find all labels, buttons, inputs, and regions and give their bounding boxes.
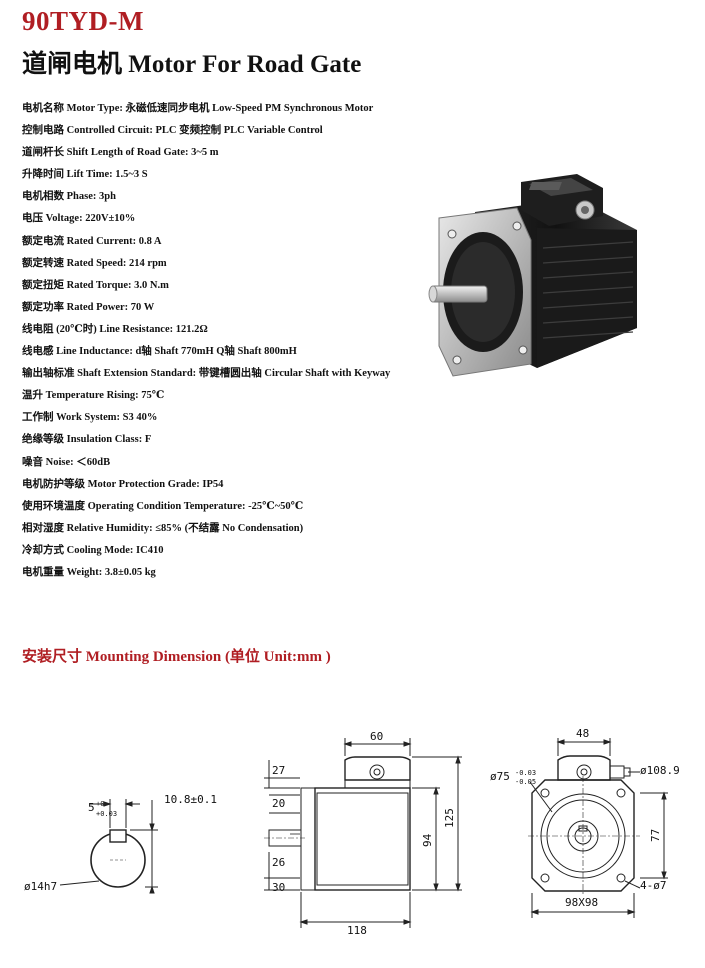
mounting-drawings: 5 +0 +0.03 10.8±0.1 ø14h7 60 27 20 26 30… [24,727,680,937]
dim-shaft-diameter: ø14h7 [24,880,57,893]
spec-weight: 电机重量 Weight: 3.8±0.05 kg [22,566,156,578]
dim-key-depth: 10.8±0.1 [164,793,217,806]
mounting-dimension-title: 安装尺寸 Mounting Dimension (单位 Unit:mm ) [22,649,331,665]
spec-list: 电机名称 Motor Type: 永磁低速同步电机 Low-Speed PM S… [22,98,442,584]
spec-rated-current: 额定电流 Rated Current: 0.8 A [22,235,162,247]
dim-key-tol-upper: +0 [96,800,104,808]
spec-operating-temperature: 使用环境温度 Operating Condition Temperature: … [22,500,304,512]
dim-side-30: 30 [272,881,285,894]
dim-side-118: 118 [347,924,367,937]
spec-line-resistance: 线电阻 (20℃时) Line Resistance: 121.2Ω [22,323,208,335]
dim-side-20: 20 [272,797,285,810]
dim-front-48: 48 [576,727,589,740]
spec-insulation-class: 绝缘等级 Insulation Class: F [22,434,152,446]
motor-photo [428,174,637,377]
side-view-drawing [264,738,462,928]
dim-front-pilot-tol-lower: -0.05 [515,778,536,786]
spec-lift-time: 升降时间 Lift Time: 1.5~3 S [22,169,148,181]
shaft-section-drawing [59,799,158,894]
spec-motor-type: 电机名称 Motor Type: 永磁低速同步电机 Low-Speed PM S… [22,103,374,114]
spec-cooling-mode: 冷却方式 Cooling Mode: IC410 [22,544,164,556]
spec-shift-length: 道闸杆长 Shift Length of Road Gate: 3~5 m [22,147,219,159]
page-title: 道闸电机 Motor For Road Gate [22,51,362,78]
spec-phase: 电机相数 Phase: 3ph [22,191,116,203]
dim-front-square: 98X98 [565,896,598,909]
spec-controlled-circuit: 控制电路 Controlled Circuit: PLC 变频控制 PLC Va… [22,125,323,137]
spec-line-inductance: 线电感 Line Inductance: d轴 Shaft 770mH Q轴 S… [22,346,297,358]
dim-front-pilot: ø75 [490,770,510,783]
dim-front-bolt-circle: ø108.9 [640,764,680,777]
spec-work-system: 工作制 Work System: S3 40% [22,412,158,424]
spec-rated-torque: 额定扭矩 Rated Torque: 3.0 N.m [22,279,169,291]
dim-side-27: 27 [272,764,285,777]
dim-side-125: 125 [443,808,456,828]
spec-protection-grade: 电机防护等级 Motor Protection Grade: IP54 [22,478,224,490]
dim-side-60: 60 [370,730,383,743]
spec-voltage: 电压 Voltage: 220V±10% [22,213,136,225]
dim-side-94: 94 [421,833,434,847]
dim-front-holes: 4-ø7 [640,879,667,892]
front-view-drawing [528,738,668,918]
spec-rated-power: 额定功率 Rated Power: 70 W [22,301,155,313]
dim-key-width: 5 [88,801,95,814]
spec-temperature-rising: 温升 Temperature Rising: 75℃ [22,390,165,402]
dim-front-pilot-tol-upper: -0.03 [515,769,536,777]
dim-key-tol-lower: +0.03 [96,810,117,818]
spec-relative-humidity: 相对湿度 Relative Humidity: ≤85% (不结露 No Con… [22,522,304,534]
dim-front-77: 77 [649,829,662,842]
spec-rated-speed: 额定转速 Rated Speed: 214 rpm [22,257,167,269]
spec-shaft-extension: 输出轴标准 Shaft Extension Standard: 带键槽圆出轴 C… [22,368,391,380]
spec-noise: 噪音 Noise: ＜60dB [22,456,111,468]
model-number: 90TYD-M [22,6,144,36]
dim-side-26: 26 [272,856,285,869]
